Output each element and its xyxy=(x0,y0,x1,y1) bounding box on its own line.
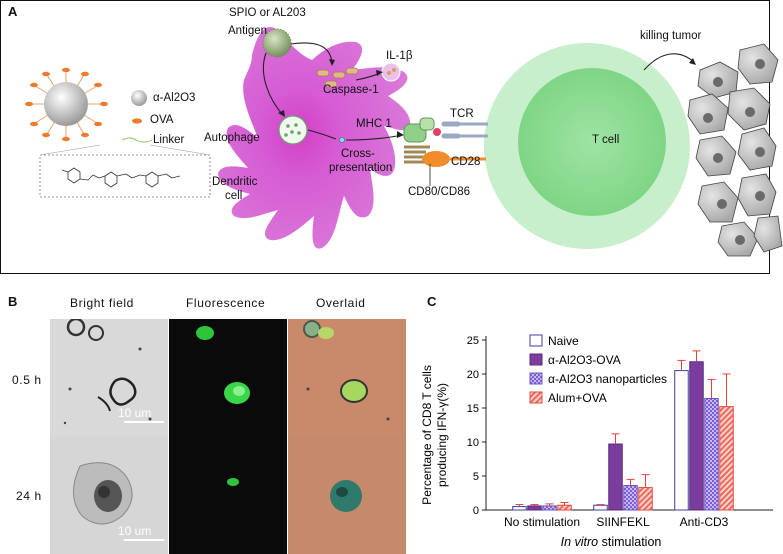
ova-icon xyxy=(132,118,142,124)
x-axis-label: In vitro stimulation xyxy=(561,535,662,549)
chemical-structure xyxy=(61,167,181,188)
x-axis-label-rest: stimulation xyxy=(598,535,661,549)
label-autophage: Autophage xyxy=(204,132,260,144)
panel-b-letter: B xyxy=(8,294,18,309)
label-il1b: IL-1β xyxy=(386,50,413,62)
y-tick-label: 25 xyxy=(467,335,479,347)
bar xyxy=(689,361,704,511)
panel-c-letter: C xyxy=(427,294,437,309)
legend-label: Naive xyxy=(548,334,579,348)
legend-label: Alum+OVA xyxy=(548,391,607,405)
label-antigen: Antigen xyxy=(228,25,268,37)
bar xyxy=(542,505,557,511)
legend-label: α-Al2O3-OVA xyxy=(548,353,621,367)
caspase-graphic xyxy=(316,67,359,88)
micro-bright-0-5h xyxy=(50,319,168,437)
bar xyxy=(704,397,719,511)
bar xyxy=(674,370,689,511)
dendritic-cell-graphic xyxy=(218,26,411,249)
bar xyxy=(557,504,572,511)
x-tick-label: No stimulation xyxy=(504,515,580,529)
col-fluorescence: Fluorescence xyxy=(186,296,266,310)
row-label-24h: 24 h xyxy=(16,489,42,503)
y-tick-label: 20 xyxy=(467,369,479,381)
col-overlaid: Overlaid xyxy=(316,296,366,310)
alumina-icon xyxy=(131,90,147,106)
label-tcell: T cell xyxy=(592,134,620,146)
row-label-0-5h: 0.5 h xyxy=(12,373,42,387)
y-tick-label: 15 xyxy=(467,403,479,415)
scale-bar-row2 xyxy=(124,539,164,541)
bar xyxy=(512,506,527,511)
micro-overlay-24h xyxy=(288,436,406,554)
legend-swatch xyxy=(529,353,543,366)
label-linker: Linker xyxy=(153,134,185,146)
label-tcr: TCR xyxy=(450,108,474,120)
label-cross-2: presentation xyxy=(329,162,393,174)
bar xyxy=(638,487,653,511)
bar xyxy=(719,406,734,511)
label-cross-1: Cross- xyxy=(341,148,375,160)
label-caspase: Caspase-1 xyxy=(323,84,379,96)
scale-label-row1: 10 um xyxy=(118,406,152,420)
legend-swatch xyxy=(529,334,543,347)
col-bright-field: Bright field xyxy=(70,296,134,310)
ifn-gamma-bar-chart: 0 5 10 15 20 25 No stimulation SIINFEKL Anti-CD3… xyxy=(420,334,773,549)
bar xyxy=(608,443,623,511)
nanoparticle-graphic xyxy=(25,67,108,142)
panel-a-letter: A xyxy=(8,4,18,19)
y-axis-label-line1: Percentage of CD8 T cells xyxy=(420,365,434,505)
bar xyxy=(593,504,608,511)
tumor-cells xyxy=(687,43,783,257)
scale-bar-row1 xyxy=(124,421,164,423)
bar xyxy=(623,485,638,511)
label-ova: OVA xyxy=(150,114,174,126)
y-axis-label-line2: producing IFN-γ(%) xyxy=(435,383,449,487)
x-tick-label: SIINFEKL xyxy=(596,515,650,529)
label-dendritic-2: cell xyxy=(225,190,243,202)
scale-label-row2: 10 um xyxy=(118,524,152,538)
label-alumina: α-Al2O3 xyxy=(153,92,196,104)
legend-swatch xyxy=(529,391,543,404)
autophagosome xyxy=(278,115,308,145)
tcr-cd28-receptors xyxy=(422,121,488,167)
micro-bright-24h xyxy=(50,436,168,554)
y-tick-label: 10 xyxy=(467,437,479,449)
linker-structure-box xyxy=(39,154,211,198)
micro-fluor-0-5h xyxy=(169,319,287,437)
label-cd28: CD28 xyxy=(451,156,481,168)
x-axis-label-italic: In vitro xyxy=(561,535,599,549)
label-cd80: CD80/CD86 xyxy=(408,186,470,198)
x-tick-label: Anti-CD3 xyxy=(680,515,729,529)
label-mhc1: MHC 1 xyxy=(356,118,392,130)
micro-overlay-0-5h xyxy=(288,319,406,437)
t-cell-nucleus xyxy=(518,68,666,216)
legend-swatch xyxy=(529,372,543,385)
label-dendritic-1: Dendritic xyxy=(212,176,258,188)
label-spio: SPIO or AL203 xyxy=(229,7,306,19)
legend-label: α-Al2O3 nanoparticles xyxy=(548,372,667,386)
panel-a-illustration xyxy=(25,26,783,257)
linker-icon xyxy=(121,137,153,143)
label-killing: killing tumor xyxy=(640,30,702,42)
il1b-vesicle xyxy=(381,62,401,82)
bar xyxy=(527,505,542,511)
spio-particle xyxy=(262,28,292,58)
micro-fluor-24h xyxy=(169,436,287,554)
y-tick-label: 5 xyxy=(473,471,479,483)
y-tick-label: 0 xyxy=(473,505,479,517)
chart-bars xyxy=(512,350,734,511)
chart-legend: Naive α-Al2O3-OVA α-Al2O3 nanoparticlesAlu… xyxy=(529,334,667,405)
